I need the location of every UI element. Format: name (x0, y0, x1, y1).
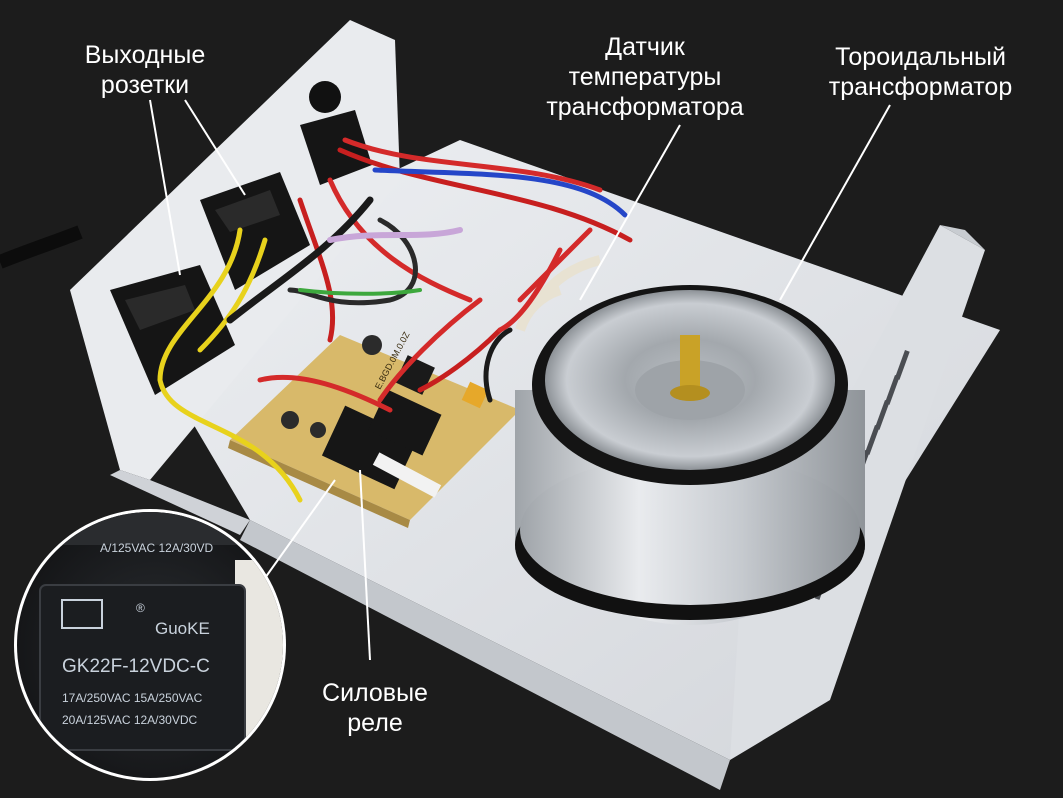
fuse-holder (309, 81, 341, 113)
output-socket-3 (300, 110, 372, 185)
relay-brand: GuoKE (155, 619, 210, 638)
mounting-bolt (680, 335, 700, 390)
relay-rating-1: 17A/250VAC 15A/250VAC (62, 691, 203, 705)
callout-line: трансформатор (828, 73, 1013, 101)
relay-logo (61, 599, 103, 629)
wiring (157, 137, 633, 503)
relay-rating-2: 20A/125VAC 12A/30VDC (62, 713, 198, 727)
toroidal-transformer (515, 255, 865, 625)
relay-body (39, 584, 246, 751)
callout-line: Датчик (605, 33, 685, 61)
callout-line: розетки (100, 71, 190, 99)
callout-line: Выходные (84, 41, 206, 69)
output-socket-1 (110, 265, 235, 395)
callout-line: Тороидальный (835, 43, 1006, 71)
callout-temp-sensor: Датчик температуры трансформатора (520, 32, 770, 122)
relay-model: GK22F-12VDC-C (62, 656, 210, 677)
output-socket-2 (200, 172, 310, 290)
callout-line: Силовые (322, 679, 428, 707)
callout-toroidal-transformer: Тороидальный трансформатор (808, 42, 1033, 102)
callout-line: температуры (568, 63, 722, 91)
callout-lines (149, 99, 891, 661)
callout-power-relays: Силовые реле (300, 678, 450, 738)
relay-registered-mark: ® (136, 601, 145, 615)
callout-line: трансформатора (546, 93, 744, 121)
relay-rating-top: A/125VAC 12A/30VD (100, 541, 214, 555)
callout-output-sockets: Выходные розетки (70, 40, 220, 100)
callout-line: реле (347, 709, 403, 737)
relay-zoom-inset: ® GuoKE GK22F-12VDC-C 17A/250VAC 15A/250… (14, 509, 286, 781)
